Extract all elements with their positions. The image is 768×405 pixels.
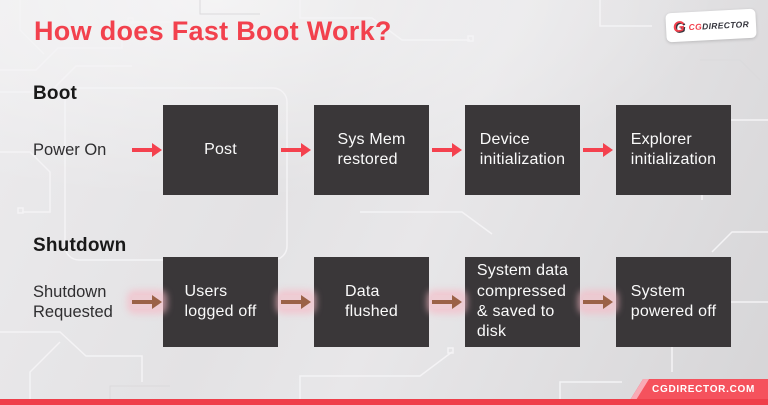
shutdown-flow-row: Shutdown Requested Users logged off Data… xyxy=(33,257,731,347)
footer-site-ribbon: CGDIRECTOR.COM xyxy=(630,379,768,400)
boot-flow-row: Power On Post Sys Mem restored Device in… xyxy=(33,105,731,195)
flow-arrow-icon xyxy=(432,143,462,157)
flow-arrow-icon xyxy=(281,143,311,157)
wordmark-cg: CG xyxy=(688,20,703,32)
boot-flow: Boot Power On Post Sys Mem restored Devi… xyxy=(33,82,731,195)
flow-step-box: Users logged off xyxy=(163,257,278,347)
flow-arrow-icon xyxy=(583,143,613,157)
flow-step-box: Post xyxy=(163,105,278,195)
flow-arrow-icon xyxy=(432,295,462,309)
flow-step-box: Device initialization xyxy=(465,105,580,195)
footer-red-strip xyxy=(0,399,768,405)
shutdown-flow: Shutdown Shutdown Requested Users logged… xyxy=(33,234,731,347)
boot-flow-heading: Boot xyxy=(33,83,78,104)
wordmark-director: DIRECTOR xyxy=(701,18,750,31)
flow-step-box: System powered off xyxy=(616,257,731,347)
flow-step-box: System data compressed & saved to disk xyxy=(465,257,580,347)
flow-step-box: Sys Mem restored xyxy=(314,105,429,195)
cgdirector-wordmark: CGDIRECTOR xyxy=(688,19,749,32)
cgdirector-g-icon: G xyxy=(672,18,686,36)
shutdown-flow-heading: Shutdown xyxy=(33,235,127,256)
flow-arrow-icon xyxy=(131,295,162,309)
flow-step-box: Data flushed xyxy=(314,257,429,347)
flow-arrow-icon xyxy=(131,143,162,157)
boot-start-label: Power On xyxy=(33,140,107,159)
flow-arrow-icon xyxy=(281,295,311,309)
page-title: How does Fast Boot Work? xyxy=(34,16,392,46)
flow-step-box: Explorer initialization xyxy=(616,105,731,195)
shutdown-start-label: Shutdown Requested xyxy=(33,282,113,321)
cgdirector-logo: G CGDIRECTOR xyxy=(665,8,757,43)
flow-arrow-icon xyxy=(583,295,613,309)
footer-site-label: CGDIRECTOR.COM xyxy=(652,384,755,395)
